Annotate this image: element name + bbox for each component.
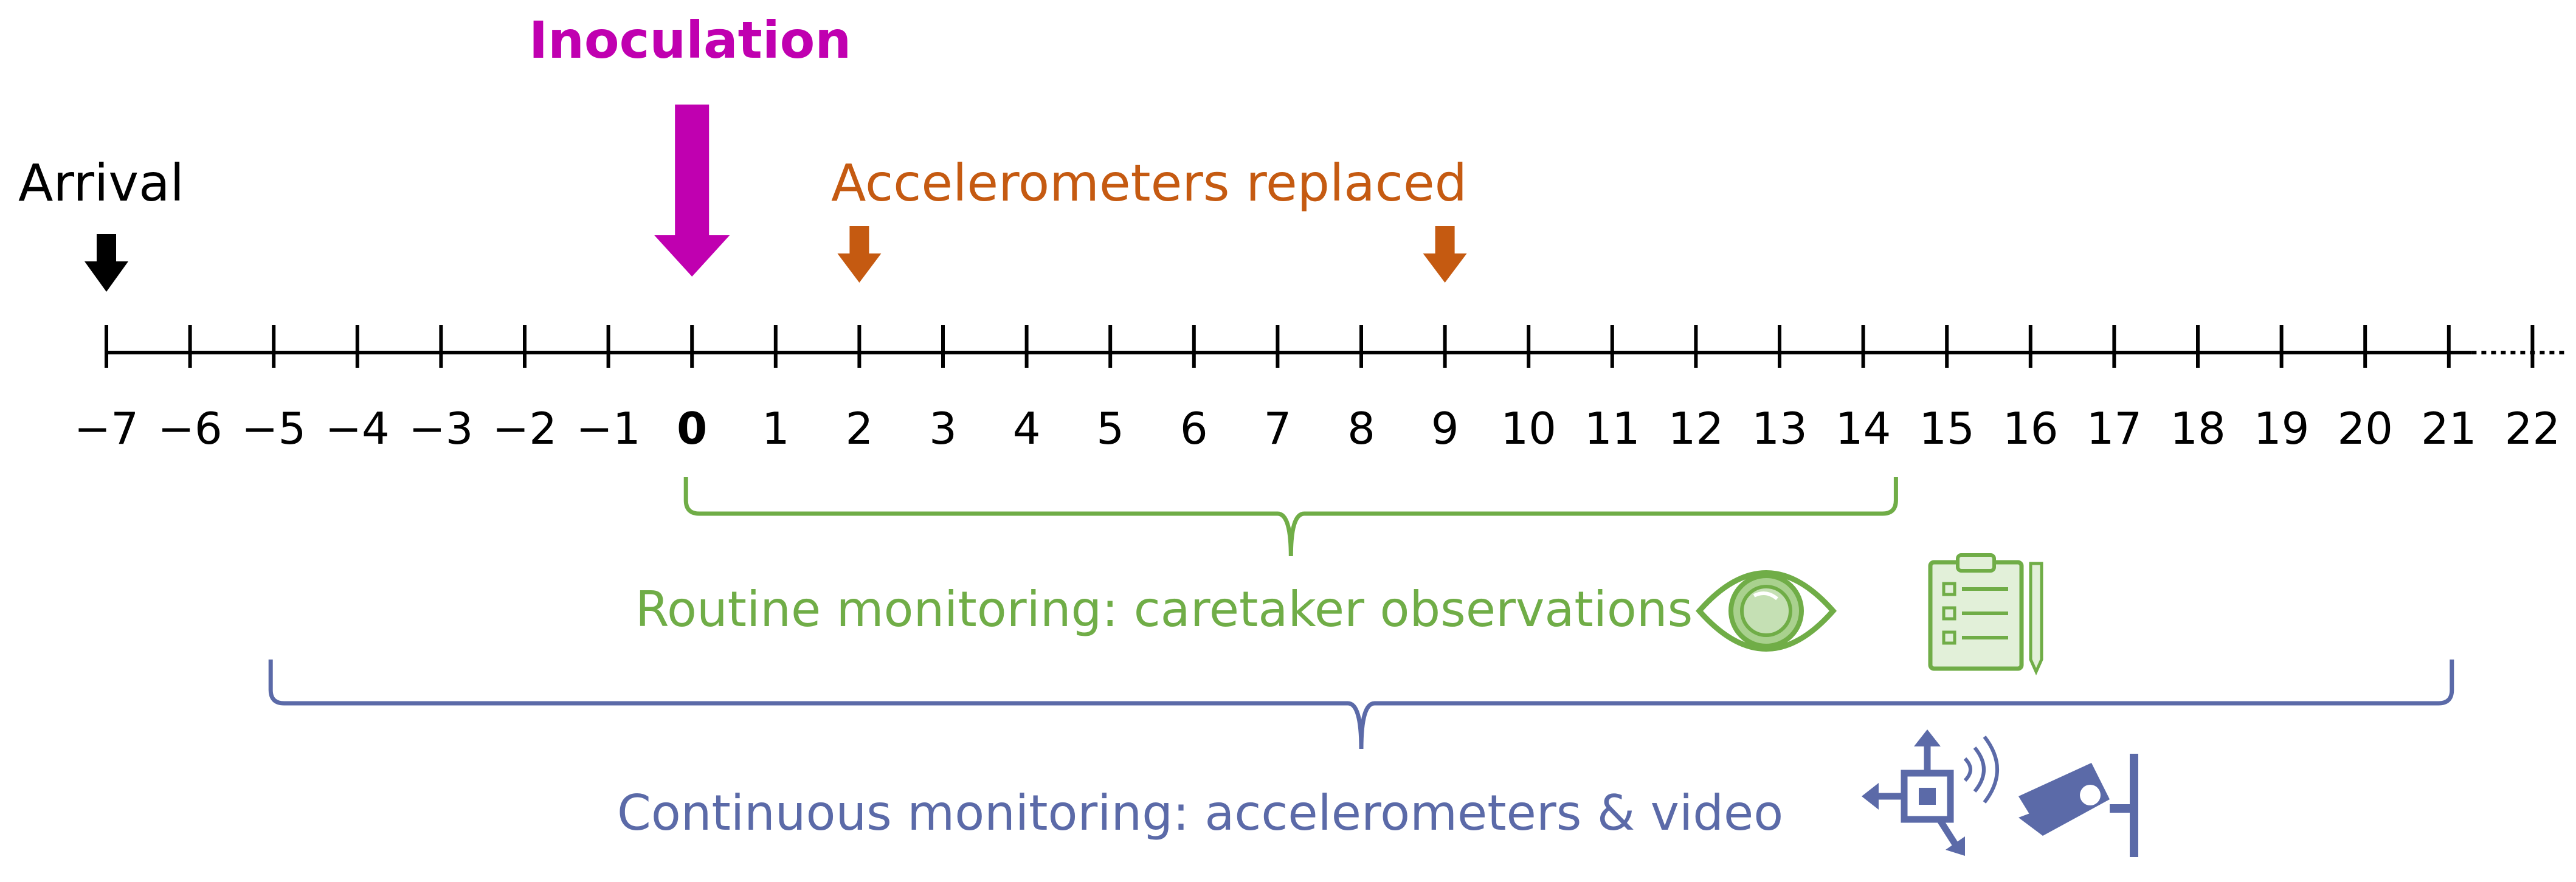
accelerometer-icon (1862, 729, 1999, 856)
tick-label: 2 (845, 403, 873, 454)
tick-label: 12 (1668, 403, 1724, 454)
arrival-arrow-shape (85, 234, 128, 292)
tick-label: 3 (929, 403, 957, 454)
tick-label: −4 (325, 403, 390, 454)
continuous-monitoring-label: Continuous monitoring: accelerometers & … (617, 785, 1783, 841)
tick-label: 22 (2505, 403, 2561, 454)
tick-label: 7 (1263, 403, 1291, 454)
tick-label: 11 (1584, 403, 1640, 454)
arrival-label: Arrival (18, 153, 184, 213)
inoculation-arrow (654, 105, 730, 277)
arrival-arrow (85, 234, 128, 292)
continuous-monitoring-brace (268, 660, 2454, 749)
tick-label: −5 (241, 403, 306, 454)
tick-label: 5 (1096, 403, 1124, 454)
tick-label: 18 (2170, 403, 2226, 454)
tick-label: 17 (2087, 403, 2143, 454)
tick-label: 16 (2003, 403, 2059, 454)
tick-label: 0 (677, 403, 707, 454)
tick-label: 19 (2254, 403, 2310, 454)
tick-label: −7 (74, 403, 139, 454)
replacement-arrows (837, 226, 1467, 283)
tick-label: 21 (2421, 403, 2477, 454)
tick-label: −3 (409, 403, 473, 454)
tick-label: 13 (1752, 403, 1808, 454)
replacement-arrow (837, 226, 882, 283)
routine-monitoring-brace (683, 477, 1898, 557)
tick-label: 10 (1500, 403, 1556, 454)
tick-label: 14 (1835, 403, 1891, 454)
video-camera-icon (2018, 754, 2138, 857)
clipboard-icon (1928, 553, 2043, 676)
routine-monitoring-label: Routine monitoring: caretaker observatio… (635, 581, 1693, 638)
tick-label: 20 (2337, 403, 2393, 454)
replacement-arrow (1423, 226, 1467, 283)
tick-label: 9 (1431, 403, 1459, 454)
eye-icon (1696, 570, 1837, 652)
tick-label: 1 (762, 403, 790, 454)
tick-label: −2 (492, 403, 557, 454)
inoculation-label: Inoculation (529, 10, 851, 70)
accelerometers-replaced-label: Accelerometers replaced (831, 153, 1467, 213)
tick-label: −1 (576, 403, 641, 454)
tick-label: 8 (1347, 403, 1375, 454)
tick-label: −6 (158, 403, 223, 454)
timeline-axis (105, 325, 2569, 368)
tick-label: 4 (1013, 403, 1041, 454)
tick-label: 6 (1180, 403, 1208, 454)
tick-label: 15 (1919, 403, 1975, 454)
inoculation-arrow-shape (654, 105, 730, 277)
